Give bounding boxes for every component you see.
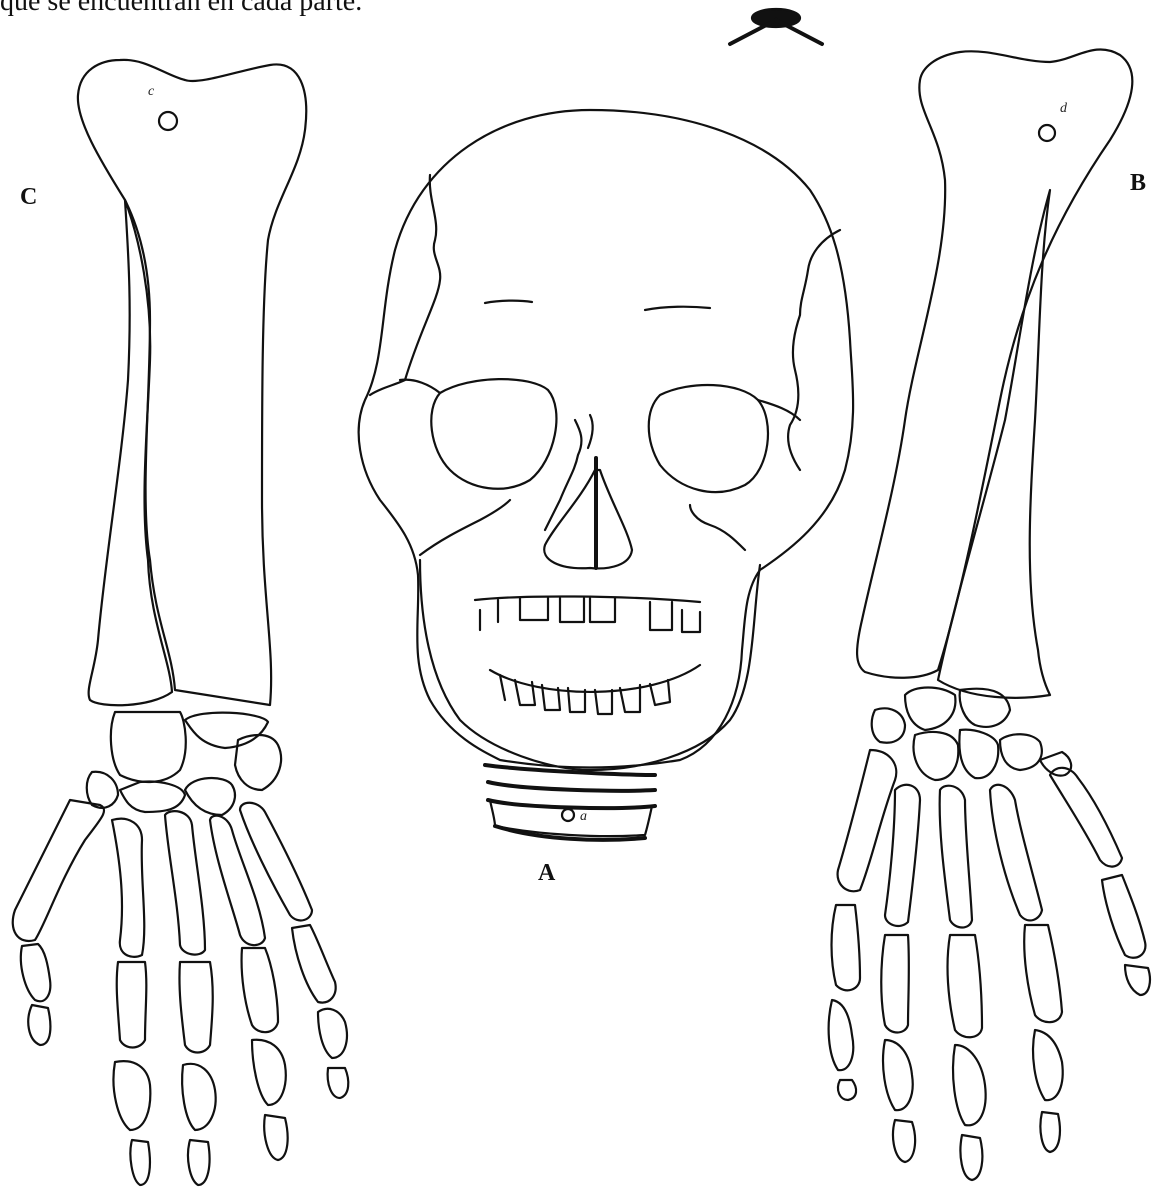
left-phalanx-3a (179, 962, 212, 1053)
vertebra-ring-3 (488, 800, 655, 808)
left-arm-hole (159, 112, 177, 130)
left-phalanx-2c (130, 1140, 150, 1185)
right-carpal-2 (960, 689, 1010, 727)
right-carpal-6 (872, 708, 905, 742)
left-carpal-5 (120, 782, 185, 812)
right-maxilla-suture (690, 505, 745, 550)
upper-teeth (480, 598, 700, 632)
upper-jaw-line (475, 596, 700, 602)
right-phalanx-5a (1102, 875, 1145, 958)
right-phalanx-4c (1040, 1112, 1060, 1152)
left-phalanx-4b (252, 1040, 286, 1105)
right-phalanx-2c (893, 1120, 915, 1162)
right-carpal-5 (1000, 734, 1042, 770)
right-phalanx-3c (960, 1135, 982, 1180)
right-carpal-1 (905, 688, 955, 731)
left-phalanx-2b (113, 1061, 150, 1130)
right-carpal-7 (1040, 752, 1071, 776)
label-b: B (1130, 170, 1146, 197)
brow-left (485, 301, 532, 303)
left-metacarpal-4 (210, 816, 265, 945)
right-metacarpal-3 (940, 786, 972, 928)
left-phalanx-5a (292, 925, 336, 1003)
left-phalanx-4c (264, 1115, 287, 1160)
right-thumb-metacarpal (838, 750, 897, 891)
left-carpal-3 (185, 778, 235, 815)
right-phalanx-3b (953, 1045, 986, 1125)
left-phalanx-5b (318, 1009, 347, 1058)
left-orbit (431, 379, 556, 489)
right-orbit (649, 385, 768, 492)
left-thumb-phalanx-2 (28, 1005, 50, 1045)
right-carpal-3 (914, 732, 959, 780)
nasal-suture-2 (588, 415, 593, 448)
left-metacarpal-5 (240, 803, 312, 921)
left-carpal-6 (87, 772, 118, 808)
left-radius-bone (78, 60, 306, 705)
left-phalanx-2a (117, 962, 147, 1048)
left-metacarpal-2 (112, 819, 144, 957)
vertebra-base (495, 826, 645, 840)
left-carpal-2 (185, 713, 268, 748)
left-phalanx-3b (182, 1064, 215, 1130)
vertebra-a: a (485, 765, 655, 840)
skull-suture-right (788, 230, 840, 470)
left-carpal-1 (111, 712, 186, 782)
label-c: C (20, 184, 37, 211)
orientation-symbol (730, 9, 822, 44)
left-phalanx-4a (242, 948, 278, 1032)
skull-suture-left (370, 175, 440, 395)
lower-teeth (500, 675, 670, 714)
nasal-cavity (544, 470, 632, 568)
left-phalanx-3c (188, 1140, 210, 1185)
right-metacarpal-5 (1050, 768, 1122, 867)
right-metacarpal-4 (990, 785, 1042, 921)
right-forearm-b: d (829, 49, 1150, 1180)
vertebra-ring-2 (488, 782, 655, 791)
brow-right (645, 307, 710, 310)
right-phalanx-3a (948, 935, 982, 1037)
right-arm-mark: d (1060, 101, 1068, 116)
right-thumb-phalanx-2 (829, 1000, 854, 1070)
left-cheek-line (400, 380, 440, 393)
left-metacarpal-3 (165, 811, 205, 954)
right-carpal-4 (959, 730, 998, 779)
right-ulna-bone (938, 190, 1050, 698)
right-phalanx-4b (1033, 1030, 1063, 1100)
right-phalanx-5b (1125, 965, 1150, 995)
right-thumb-phalanx-1 (832, 905, 861, 990)
left-carpal-4 (235, 735, 281, 790)
left-arm-mark: c (148, 84, 155, 99)
right-phalanx-2b (883, 1040, 913, 1110)
vertebra-hole (562, 809, 574, 821)
right-radius-bone (857, 49, 1132, 677)
left-ulna-bone (89, 200, 172, 705)
mandible-outline (420, 560, 760, 770)
left-maxilla-suture (420, 500, 510, 555)
right-arm-hole (1039, 125, 1055, 141)
right-phalanx-2a (881, 935, 909, 1033)
left-forearm-c: c (13, 60, 349, 1185)
label-a: A (538, 860, 555, 887)
right-thumb-phalanx-3 (838, 1080, 856, 1100)
left-phalanx-5c (328, 1068, 349, 1098)
skull-a (359, 110, 853, 770)
nasal-suture (545, 420, 581, 530)
left-thumb-phalanx-1 (21, 944, 50, 1001)
right-phalanx-4a (1024, 925, 1062, 1022)
left-thumb-metacarpal (13, 800, 104, 941)
vertebra-mark: a (580, 809, 587, 824)
right-metacarpal-2 (885, 785, 920, 926)
